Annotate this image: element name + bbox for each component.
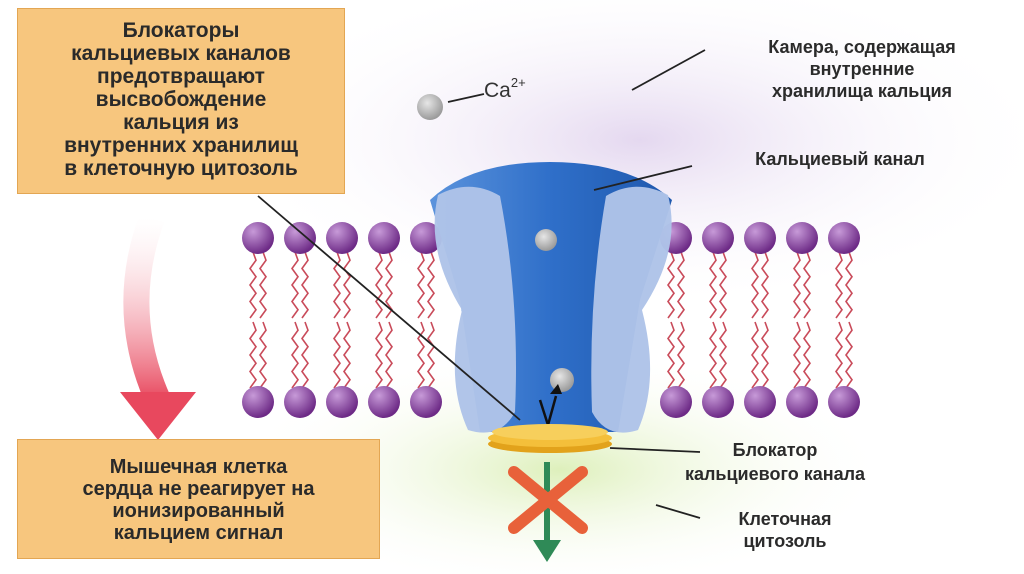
lipid-tail xyxy=(761,251,769,319)
lipid-tail xyxy=(291,321,299,389)
channel-blocker-label: Блокатор кальциевого канала xyxy=(684,440,866,484)
blocker-box-line: кальция из xyxy=(123,111,239,134)
muscle-box-line: кальцием сигнал xyxy=(113,522,284,544)
blocked-cross-icon xyxy=(508,466,588,534)
lipid-tail xyxy=(249,321,257,389)
lipid-heads xyxy=(242,222,860,418)
lipid-tail xyxy=(385,321,393,389)
lipid-head xyxy=(744,386,776,418)
lipid-head xyxy=(410,386,442,418)
channel-left-subunit xyxy=(434,186,516,433)
lipid-tail xyxy=(803,321,811,389)
lipid-head xyxy=(660,386,692,418)
lipid-head xyxy=(242,222,274,254)
blocker-box-line: предотвращают xyxy=(97,65,265,88)
lipid-head xyxy=(326,222,358,254)
lipid-tail xyxy=(301,321,309,389)
lipid-tail xyxy=(291,251,299,319)
muscle-cell-box: Мышечная клетка сердца не реагирует на и… xyxy=(17,439,380,559)
lipid-tail xyxy=(333,321,341,389)
lipid-tail xyxy=(417,251,425,319)
pink-curved-arrow xyxy=(120,213,196,440)
lipid-tail xyxy=(677,251,685,319)
lipid-tail xyxy=(427,251,435,319)
calcium-ion-label: Ca2+ xyxy=(484,75,526,102)
storage-chamber-label: Камера, содержащая внутренние хранилища … xyxy=(768,37,956,101)
lipid-tail xyxy=(719,251,727,319)
lipid-tail xyxy=(385,251,393,319)
lipid-tail xyxy=(375,251,383,319)
lipid-tail xyxy=(301,251,309,319)
lipid-tail xyxy=(333,251,341,319)
lipid-head xyxy=(744,222,776,254)
leader-lines xyxy=(257,49,706,519)
blocker-box-line: в клеточную цитозоль xyxy=(64,157,298,180)
blocker-box-line: кальциевых каналов xyxy=(71,42,291,65)
lipid-tail xyxy=(751,321,759,389)
blocker-box-line: высвобождение xyxy=(95,88,267,111)
lipid-tail xyxy=(719,321,727,389)
muscle-box-line: ионизированный xyxy=(112,500,285,522)
calcium-channel-label: Кальциевый канал xyxy=(755,149,925,169)
lipid-head xyxy=(702,386,734,418)
lipid-head xyxy=(368,222,400,254)
channel-right-subunit xyxy=(591,186,672,433)
blocker-box-line: Блокаторы xyxy=(122,19,240,42)
lipid-head xyxy=(828,386,860,418)
lipid-tail xyxy=(845,321,853,389)
blocker-effect-box: Блокаторы кальциевых каналов предотвраща… xyxy=(17,8,345,194)
lipid-head xyxy=(284,222,316,254)
lipid-tail xyxy=(793,321,801,389)
lipid-head xyxy=(242,386,274,418)
lipid-tail xyxy=(667,321,675,389)
lipid-tail xyxy=(835,251,843,319)
lipid-tail xyxy=(845,251,853,319)
lipid-tail xyxy=(427,321,435,389)
channel-blocker-discs xyxy=(488,424,612,453)
lipid-tail xyxy=(343,321,351,389)
lipid-tails xyxy=(249,251,853,389)
lipid-tail xyxy=(803,251,811,319)
lipid-tail xyxy=(667,251,675,319)
lipid-tail xyxy=(751,251,759,319)
lipid-tail xyxy=(793,251,801,319)
lipid-head xyxy=(368,386,400,418)
lipid-tail xyxy=(677,321,685,389)
muscle-box-line: Мышечная клетка xyxy=(109,456,288,478)
muscle-box-line: сердца не реагирует на xyxy=(82,478,315,500)
lipid-head xyxy=(326,386,358,418)
lipid-tail xyxy=(249,251,257,319)
lipid-tail xyxy=(835,321,843,389)
lipid-tail xyxy=(709,251,717,319)
lipid-tail xyxy=(761,321,769,389)
free-calcium-ion xyxy=(417,94,443,120)
calcium-ion-in-channel-top xyxy=(535,229,557,251)
lipid-head xyxy=(702,222,734,254)
cytosol-label: Клеточная цитозоль xyxy=(738,509,832,551)
calcium-ion-in-channel-bottom xyxy=(550,368,574,392)
lipid-tail xyxy=(375,321,383,389)
calcium-channel xyxy=(430,162,672,433)
lipid-tail xyxy=(709,321,717,389)
lipid-head xyxy=(284,386,316,418)
lipid-head xyxy=(410,222,442,254)
lipid-tail xyxy=(259,251,267,319)
lipid-head xyxy=(786,386,818,418)
lipid-tail xyxy=(417,321,425,389)
blocker-box-line: внутренних хранилищ xyxy=(64,134,298,157)
lipid-tail xyxy=(259,321,267,389)
ion-path-arrow xyxy=(546,395,558,426)
lipid-tail xyxy=(343,251,351,319)
lipid-head xyxy=(828,222,860,254)
lipid-head xyxy=(786,222,818,254)
